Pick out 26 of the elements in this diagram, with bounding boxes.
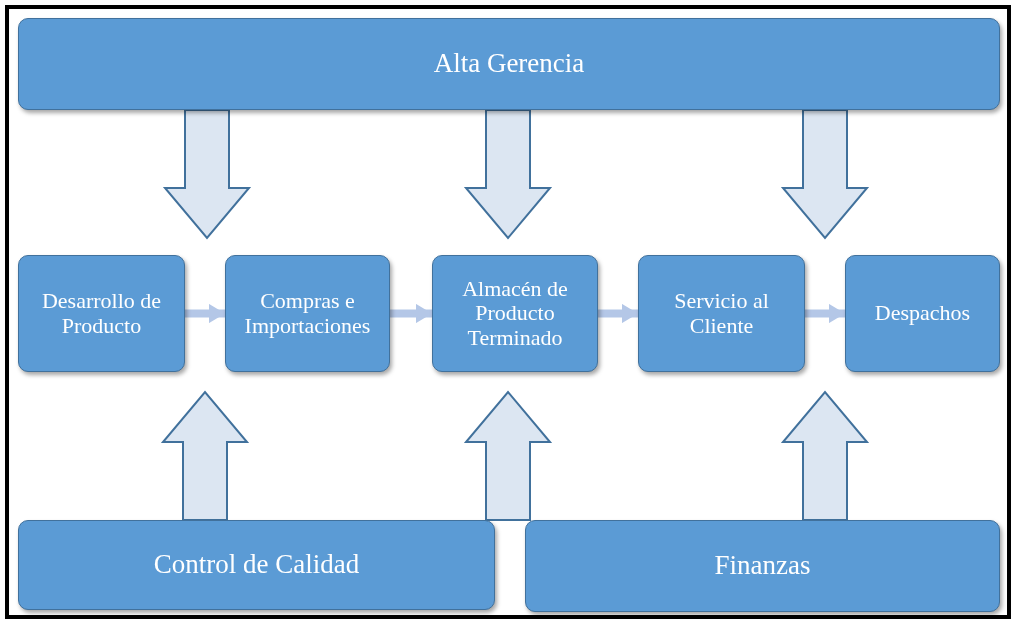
block-arrow [780,390,870,521]
process-box [432,255,598,372]
box-label: Compras e Importaciones [243,289,372,338]
arrow [390,303,432,324]
process-box [525,520,1000,612]
block-arrow [160,390,250,521]
arrow [805,303,845,324]
box-label: Alta Gerencia [433,49,585,79]
arrow [185,303,225,324]
process-box [225,255,390,372]
block-arrow [162,109,252,240]
box-label: Finanzas [714,551,811,581]
process-box [638,255,805,372]
process-box [845,255,1000,372]
block-arrow [780,109,870,240]
box-label: Desarrollo de Producto [40,289,163,338]
box-label: Control de Calidad [153,550,360,580]
process-box [18,520,495,610]
box-label: Servicio al Cliente [673,289,770,338]
block-arrow [463,109,553,240]
arrow [598,303,638,324]
process-box [18,255,185,372]
box-label: Despachos [874,301,971,326]
block-arrow [463,390,553,521]
process-box [18,18,1000,110]
box-label: Almacén de Producto Terminado [461,277,569,350]
